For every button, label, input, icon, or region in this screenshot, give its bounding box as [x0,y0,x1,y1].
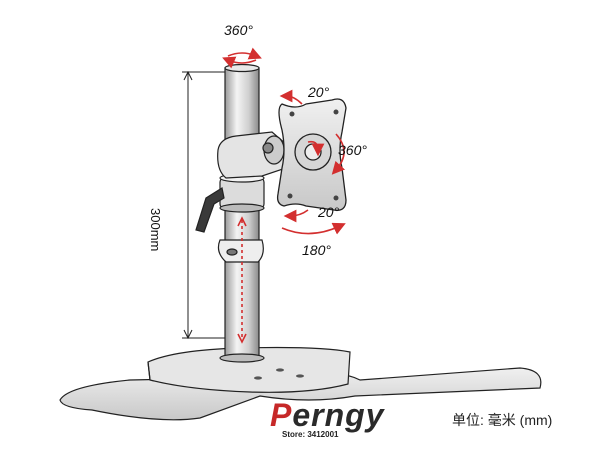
brand-logo: Perngy [270,397,384,434]
lock-lever [195,187,225,233]
brand-first-letter: P [270,397,293,433]
swivel-arrow [331,133,346,175]
pan-arrow [281,222,346,235]
arm-joint [217,131,287,179]
tilt-down-label: 20° [318,204,340,220]
height-collar [219,173,265,213]
swivel-label: 360° [338,142,367,158]
height-label: 300mm [148,208,163,252]
cable-clip [217,239,264,263]
top-rotation-arrow [227,47,262,60]
vesa-plate [276,98,347,211]
vertical-pole [219,63,265,363]
tilt-up-arrow [279,89,303,105]
pan-label: 180° [302,242,331,258]
base-plate [59,346,542,421]
height-dimension [182,70,232,340]
brand-rest: erngy [292,397,385,433]
rotation-arrows [222,47,346,344]
unit-note: 单位: 毫米 (mm) [452,412,553,428]
tilt-up-label: 20° [308,84,330,100]
store-number: Store: 3412001 [282,430,339,439]
top-rotation-label: 360° [224,22,253,38]
tilt-down-arrow [283,209,309,223]
